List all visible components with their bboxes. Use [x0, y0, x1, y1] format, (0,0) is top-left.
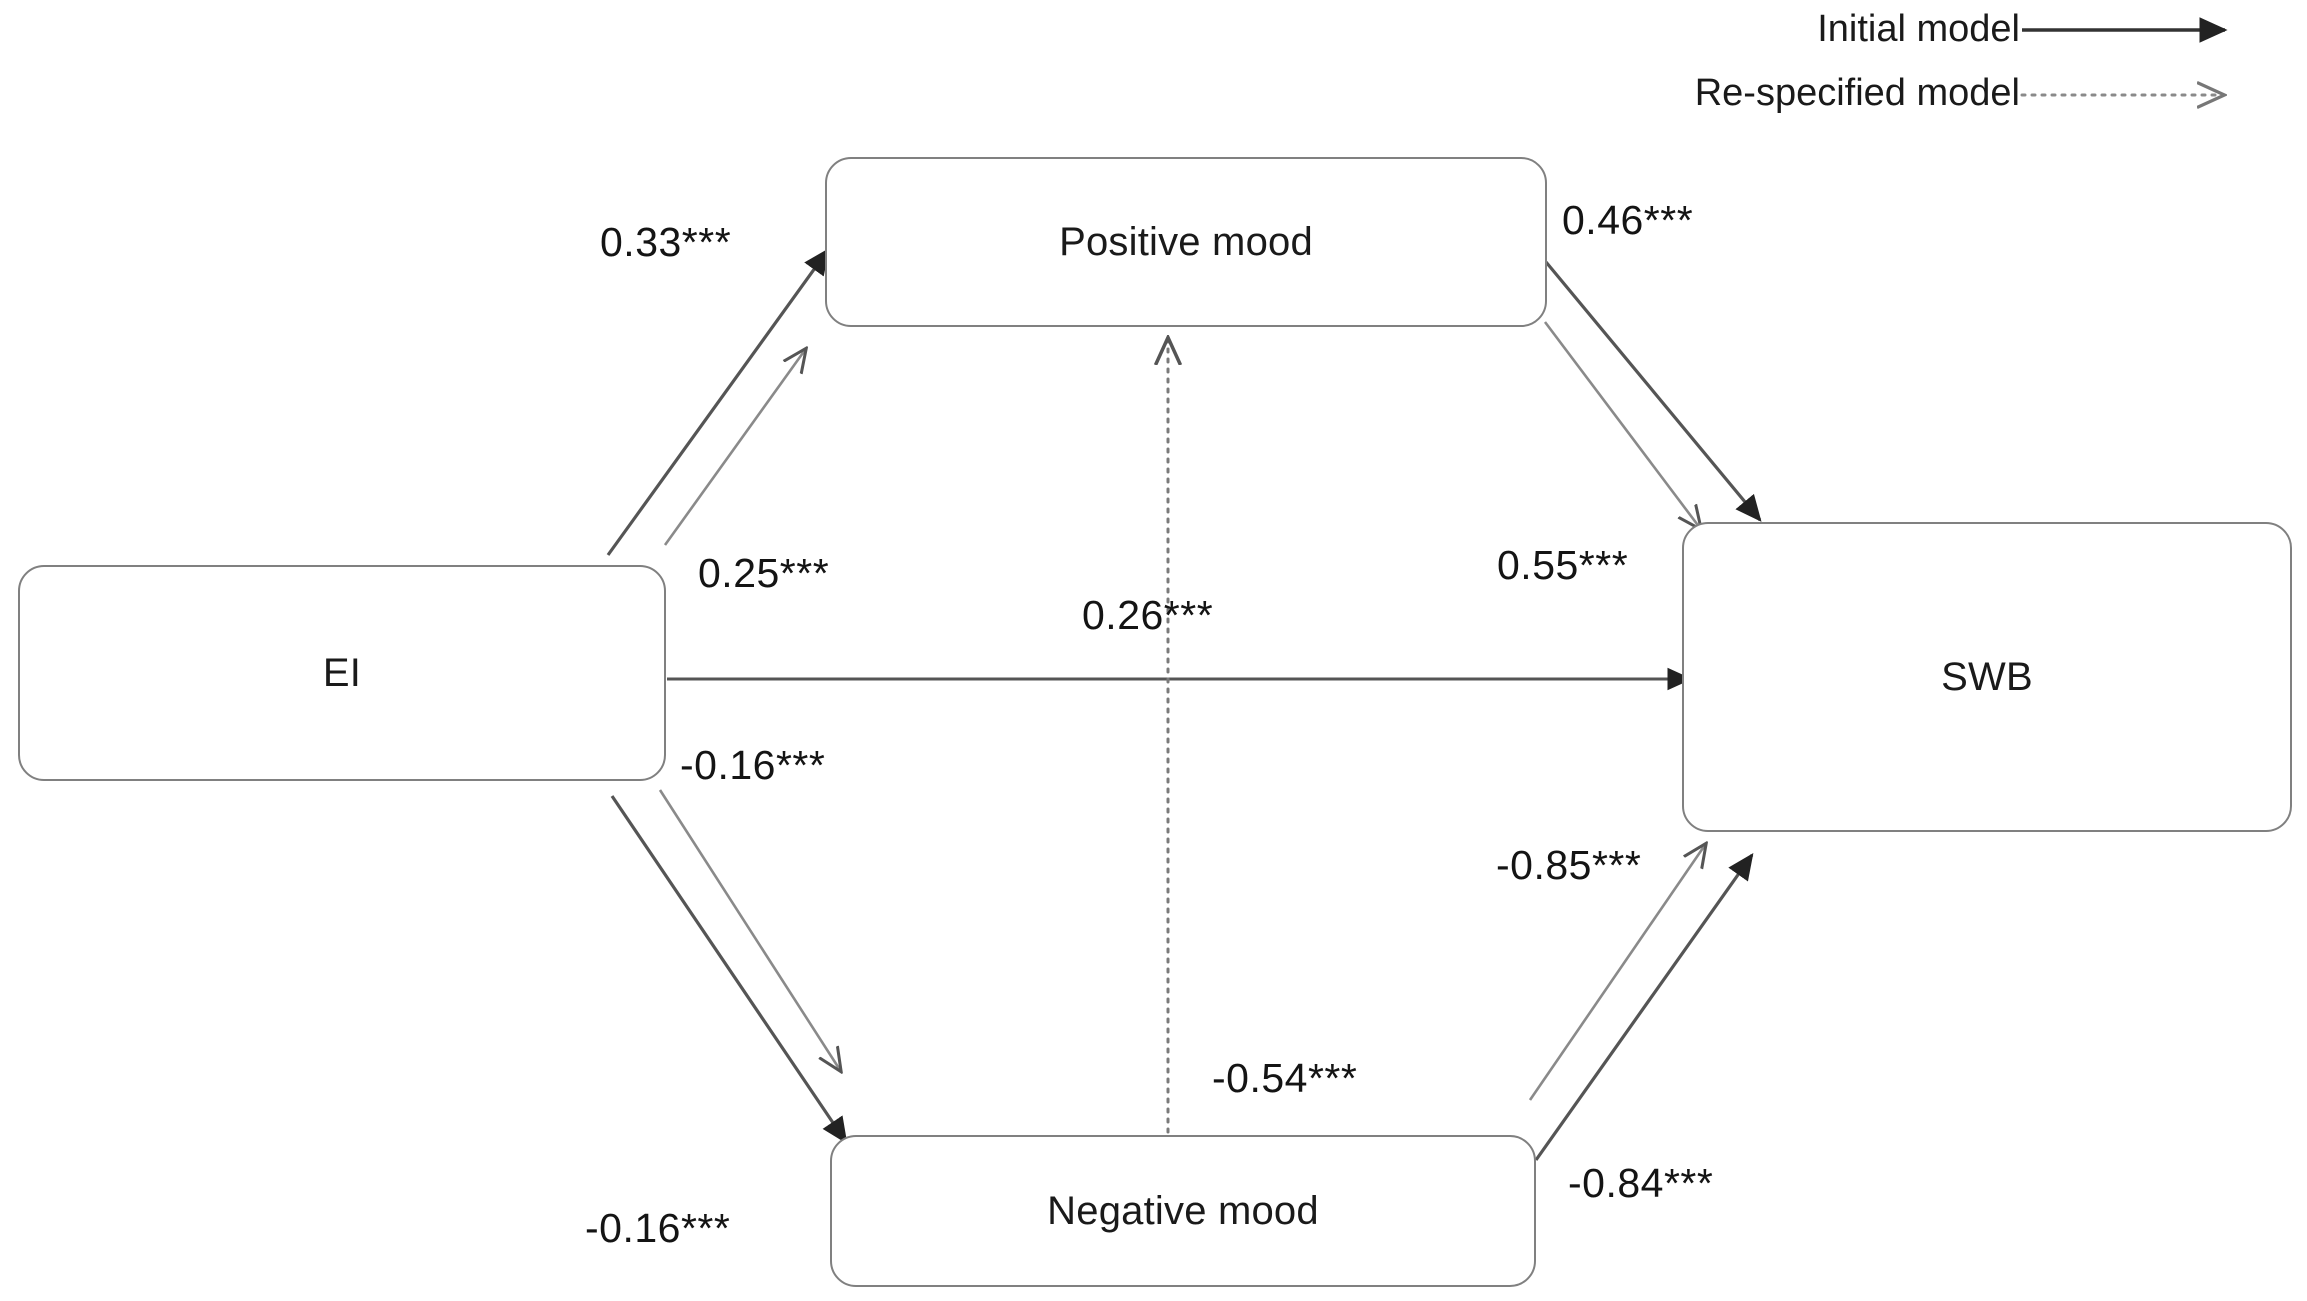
node-swb-label: SWB [1941, 654, 2033, 699]
edge-label-negative-to-swb-initial: -0.84*** [1568, 1160, 1714, 1206]
edge-positive-to-swb-initial [1544, 260, 1762, 522]
edge-positive-to-swb-respecified [1543, 321, 1700, 528]
node-negative-mood-label: Negative mood [1047, 1188, 1319, 1233]
edge-ei-to-negative-respecified [658, 789, 840, 1070]
edge-ei-to-negative-initial [610, 795, 848, 1144]
node-positive-mood-label: Positive mood [1059, 219, 1313, 264]
legend-initial-model-label: Initial model [1817, 8, 2020, 50]
edge-ei-to-positive-respecified [663, 350, 805, 546]
node-ei-label: EI [322, 650, 362, 695]
edge-label-ei-to-negative-initial: -0.16*** [680, 742, 826, 788]
node-negative-mood[interactable]: Negative mood [830, 1135, 1536, 1287]
edge-label-ei-to-swb-direct: 0.26*** [1082, 592, 1214, 638]
edge-label-ei-to-positive-initial: 0.33*** [600, 219, 732, 265]
edge-label-negative-to-positive-respecified: -0.54*** [1212, 1055, 1358, 1101]
edge-label-ei-to-positive-respecified: 0.25*** [698, 550, 830, 596]
edge-negative-to-swb-respecified [1528, 845, 1705, 1101]
node-ei[interactable]: EI [18, 565, 666, 781]
edge-ei-to-positive-initial [606, 248, 830, 556]
edge-label-ei-to-negative-respecified: -0.16*** [585, 1205, 731, 1251]
edge-negative-to-swb-initial [1534, 853, 1754, 1161]
edge-label-negative-to-swb-respecified: -0.85*** [1496, 842, 1642, 888]
legend-item-initial-model: Initial model [1640, 8, 2258, 51]
node-positive-mood[interactable]: Positive mood [825, 157, 1547, 327]
legend-item-respecified-model: Re-specified model [1640, 72, 2258, 115]
legend-respecified-model-swatch [2068, 82, 2258, 106]
legend-respecified-model-label: Re-specified model [1694, 72, 2020, 114]
edge-label-positive-to-swb-respecified: 0.55*** [1497, 542, 1629, 588]
node-swb[interactable]: SWB [1682, 522, 2292, 832]
edge-label-positive-to-swb-initial: 0.46*** [1562, 197, 1694, 243]
legend-initial-model-swatch [2068, 18, 2258, 42]
